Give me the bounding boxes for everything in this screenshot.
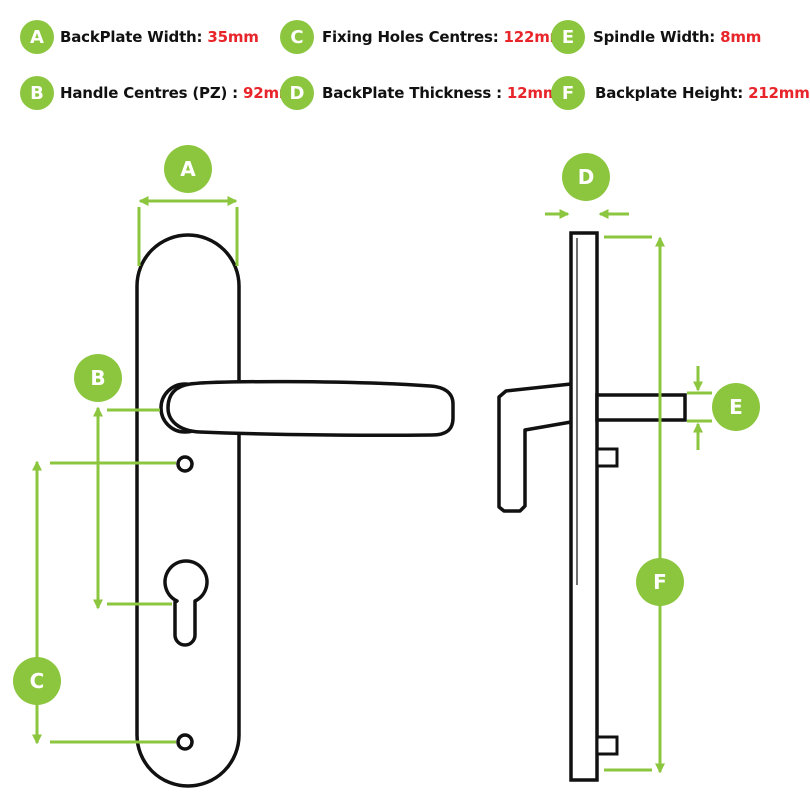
badge-a: A: [20, 20, 54, 54]
legend-text-d: BackPlate Thickness : 12mm: [322, 84, 558, 102]
legend-value-d: 12mm: [506, 84, 559, 102]
legend-item-d: D BackPlate Thickness : 12mm: [280, 75, 558, 111]
svg-text:C: C: [30, 669, 45, 693]
legend-item-c: C Fixing Holes Centres: 122mm: [280, 19, 565, 55]
marker-a: A: [164, 145, 212, 193]
legend-label-a: BackPlate Width:: [60, 28, 208, 46]
legend-item-f: F Backplate Height: 212mm: [551, 75, 810, 111]
legend-item-e: E Spindle Width: 8mm: [551, 19, 761, 55]
legend-label-b: Handle Centres (PZ) :: [60, 84, 244, 102]
lever-handle-side: [497, 382, 572, 513]
badge-d: D: [280, 76, 314, 110]
top-fixing-hole: [176, 455, 194, 473]
marker-c: C: [13, 657, 61, 705]
bottom-fixing-post: [595, 735, 619, 756]
legend-text-c: Fixing Holes Centres: 122mm: [322, 28, 565, 46]
legend-text-e: Spindle Width: 8mm: [593, 28, 761, 46]
legend-label-d: BackPlate Thickness :: [322, 84, 507, 102]
legend-value-c: 122mm: [503, 28, 566, 46]
legend-item-a: A BackPlate Width: 35mm: [20, 19, 259, 55]
spindle: [595, 393, 687, 422]
svg-text:D: D: [578, 165, 595, 189]
marker-f: F: [636, 558, 684, 606]
svg-text:E: E: [729, 395, 743, 419]
legend-text-f: Backplate Height: 212mm: [595, 84, 810, 102]
marker-d: D: [562, 153, 610, 201]
legend-text-a: BackPlate Width: 35mm: [60, 28, 259, 46]
badge-b: B: [20, 76, 54, 110]
legend-value-e: 8mm: [720, 28, 762, 46]
legend-label-e: Spindle Width:: [593, 28, 721, 46]
svg-text:F: F: [653, 570, 667, 594]
backplate-side: [569, 231, 599, 782]
legend-label-f: Backplate Height:: [595, 84, 749, 102]
bottom-fixing-hole: [176, 733, 194, 751]
badge-c: C: [280, 20, 314, 54]
legend-label-c: Fixing Holes Centres:: [322, 28, 504, 46]
legend-value-f: 212mm: [748, 84, 810, 102]
legend-value-a: 35mm: [207, 28, 259, 46]
backplate-front: [135, 233, 241, 788]
marker-e: E: [712, 383, 760, 431]
badge-f: F: [551, 76, 585, 110]
svg-text:A: A: [180, 157, 196, 181]
marker-b: B: [74, 354, 122, 402]
svg-text:B: B: [90, 366, 105, 390]
lever-handle-front: [166, 379, 455, 438]
badge-e: E: [551, 20, 585, 54]
top-fixing-post: [595, 447, 619, 468]
euro-cylinder-keyhole: [163, 559, 209, 647]
legend-item-b: B Handle Centres (PZ) : 92mm: [20, 75, 295, 111]
